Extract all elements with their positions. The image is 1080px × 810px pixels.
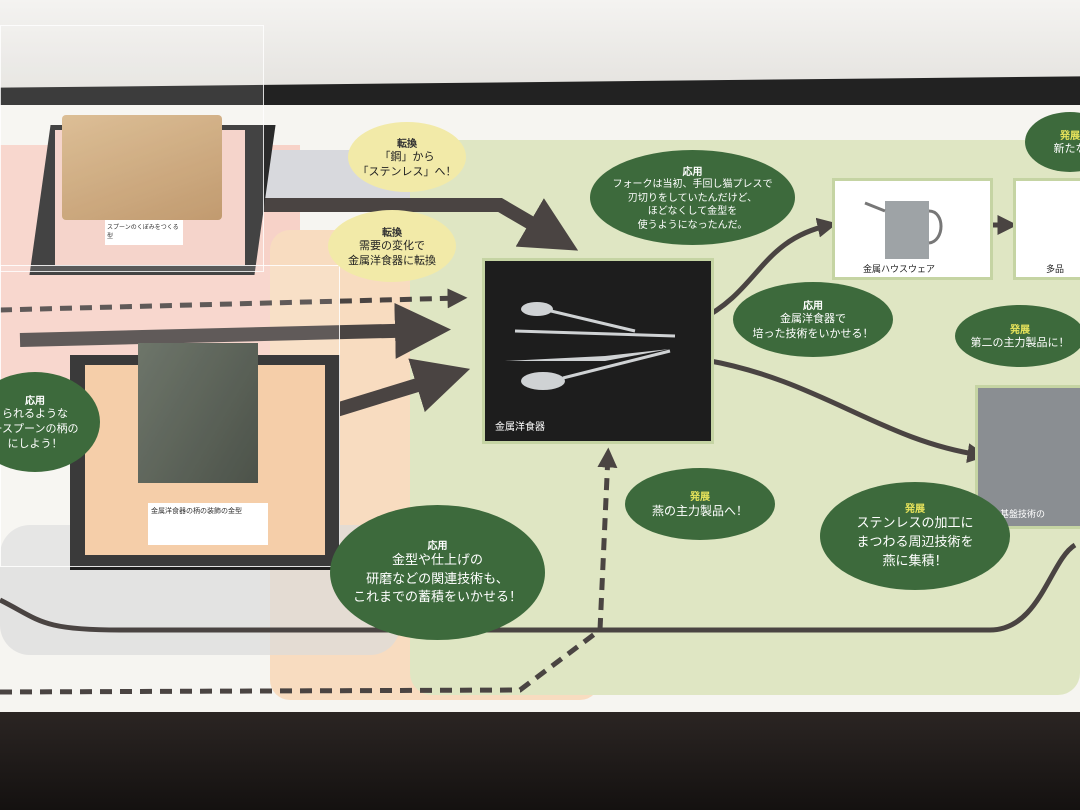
case-label-mold: 金属洋食器の柄の装飾の金型 [148, 503, 268, 545]
houseware-photo: 金属ハウスウェア [832, 178, 993, 280]
arrow-mid-1 [19, 302, 451, 359]
tenkan-bubble-1: 転換 「鋼」から 「ステンレス」へ！ [348, 122, 466, 192]
arrow-bottom-long [0, 542, 1077, 633]
cutlery-icon [505, 302, 676, 390]
arrow-to-basetech [704, 357, 988, 464]
wooden-spoon-mold [62, 115, 222, 220]
arrow-mid-2 [317, 358, 471, 422]
display-case-mold: 金属洋食器の柄の装飾の金型 [0, 265, 340, 570]
kettle-icon [864, 201, 943, 259]
houseware-caption: 金属ハウスウェア [863, 265, 936, 275]
arrow-to-houseware [698, 217, 838, 323]
right-top-caption: 多品 [1046, 265, 1065, 275]
hatten-second-bubble: 発展 第二の主力製品に！ [955, 305, 1080, 367]
cutlery-caption: 金属洋食器 [495, 422, 545, 433]
arrow-dashed-top [0, 288, 468, 313]
case-label-top: スプーンのくぼみをつくる型 [105, 220, 183, 245]
right-top-photo: 多品 [1013, 178, 1080, 280]
ouyou-skills-bubble: 応用 金型や仕上げの 研磨などの関連技術も、 これまでの蓄積をいかせる！ [330, 505, 545, 640]
tenkan-bubble-2: 転換 需要の変化で 金属洋食器に転換 [328, 210, 456, 282]
display-case-top: スプーンのくぼみをつくる型 [0, 25, 276, 275]
cutlery-photo: 金属洋食器 [482, 258, 714, 444]
hatten-stainless-bubble: 発展 ステンレスの加工に まつわる周辺技術を 燕に集積！ [820, 482, 1010, 590]
arrow-dashed-bottom [0, 447, 618, 695]
ouyou-fork-bubble: 応用 フォークは当初、手回し猫プレスで 刃切りをしていたんだけど、 ほどなくして… [590, 150, 795, 245]
ouyou-house-bubble: 応用 金属洋食器で 培った技術をいかせる！ [733, 282, 893, 357]
base-tech-caption: 基盤技術の [1000, 510, 1046, 520]
arrow-top [240, 198, 579, 251]
iron-mold-block [138, 343, 258, 483]
display-base [0, 712, 1080, 810]
hatten-main-bubble: 発展 燕の主力製品へ！ [625, 468, 775, 540]
ouyou-left-bubble: 応用 られるような ースプーンの柄の にしよう！ [0, 372, 100, 472]
